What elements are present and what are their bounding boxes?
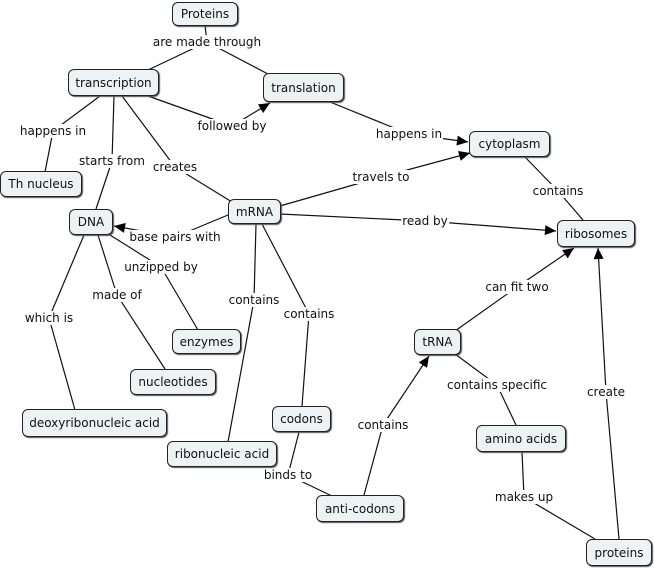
connector-line (382, 355, 430, 426)
concept-deoxyribonucleic-acid[interactable]: deoxyribonucleic acid (22, 409, 167, 437)
connector-line (121, 95, 176, 168)
connector-line (363, 424, 384, 496)
link-label[interactable]: contains (356, 418, 410, 432)
link-label[interactable]: made of (91, 288, 143, 302)
link-label[interactable]: followed by (196, 119, 268, 133)
link-label[interactable]: binds to (262, 468, 314, 482)
concept-mrna[interactable]: mRNA (228, 199, 281, 224)
arrowhead-icon (458, 151, 470, 161)
concept-cytoplasm[interactable]: cytoplasm (469, 131, 550, 157)
concept-nucleotides[interactable]: nucleotides (130, 369, 216, 395)
link-label[interactable]: contains (531, 184, 585, 198)
arrowhead-icon (258, 103, 270, 113)
link-label[interactable]: base pairs with (128, 230, 222, 244)
link-label[interactable]: makes up (493, 490, 555, 504)
link-label[interactable]: contains (282, 307, 336, 321)
link-label[interactable]: starts from (78, 154, 146, 168)
link-label[interactable]: contains specific (446, 378, 548, 392)
concept-ribosomes[interactable]: ribosomes (557, 220, 635, 247)
connector-line (111, 95, 115, 162)
concept-translation[interactable]: translation (263, 73, 344, 102)
concept-transcription[interactable]: transcription (68, 69, 159, 96)
connector-line (48, 234, 85, 319)
connector-line (523, 496, 596, 540)
connector-line (605, 391, 620, 540)
concept-amino-acids[interactable]: amino acids (476, 425, 566, 452)
connector-line (160, 266, 199, 331)
connector-line (116, 294, 166, 370)
connector-line (261, 223, 310, 315)
link-label[interactable]: happens in (374, 127, 444, 141)
link-label[interactable]: contains (227, 293, 281, 307)
concept-nucleus[interactable]: Th nucleus (0, 171, 82, 197)
link-label[interactable]: creates (151, 160, 199, 174)
arrowhead-icon (418, 356, 429, 368)
link-label[interactable]: are made through (151, 35, 263, 49)
concept-anti-codons[interactable]: anti-codons (316, 495, 404, 522)
arrowhead-icon (562, 248, 574, 259)
arrowhead-icon (456, 135, 468, 146)
link-label[interactable]: read by (401, 214, 449, 228)
concept-proteins-bottom[interactable]: proteins (586, 539, 652, 566)
connector-line (97, 234, 118, 296)
connector-line (48, 317, 76, 411)
arrowhead-icon (593, 248, 604, 260)
connector-line (253, 223, 257, 301)
link-label[interactable]: can fit two (484, 280, 550, 294)
connector-line (597, 247, 607, 393)
connector-line (521, 451, 525, 498)
link-label[interactable]: unzipped by (123, 260, 199, 274)
connector-line (287, 431, 300, 476)
link-label[interactable]: happens in (18, 124, 88, 138)
concept-ribonucleic-acid[interactable]: ribonucleic acid (167, 441, 277, 467)
arrowhead-icon (114, 223, 126, 233)
connector-line (227, 299, 255, 443)
concept-trna[interactable]: tRNA (414, 329, 461, 355)
connector-line (279, 213, 426, 222)
link-label[interactable]: which is (23, 311, 75, 325)
connector-line (95, 160, 113, 210)
arrowhead-icon (544, 225, 556, 236)
concept-proteins-top[interactable]: Proteins (172, 2, 238, 26)
link-label[interactable]: create (585, 385, 627, 399)
concept-dna[interactable]: DNA (69, 209, 113, 235)
concept-enzymes[interactable]: enzymes (172, 329, 241, 354)
concept-codons[interactable]: codons (272, 406, 331, 432)
connector-line (301, 313, 310, 407)
connector-line (454, 286, 518, 332)
link-label[interactable]: travels to (351, 170, 411, 184)
